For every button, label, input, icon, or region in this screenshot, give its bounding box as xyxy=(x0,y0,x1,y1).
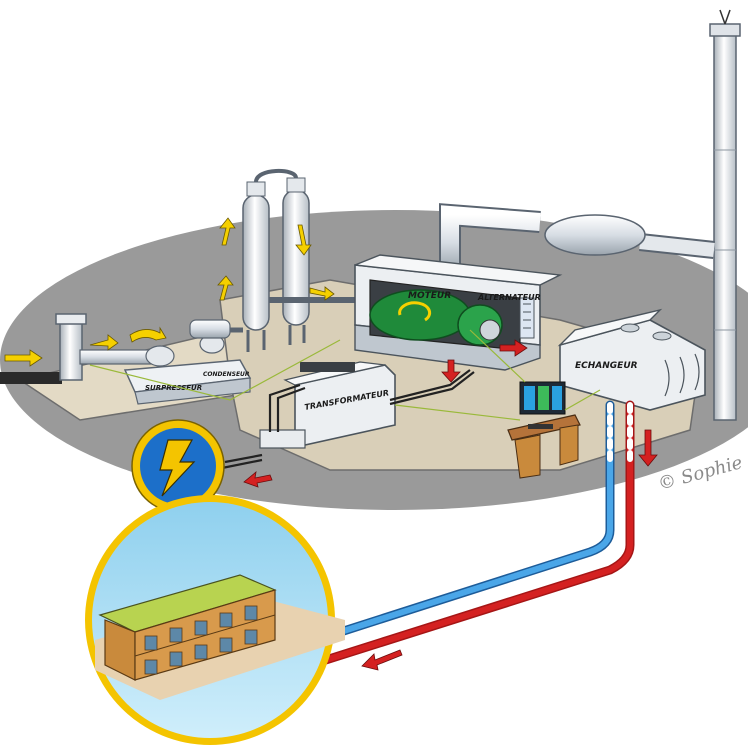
hot-flow-arrows xyxy=(243,339,658,671)
label-condenseur: CONDENSEUR xyxy=(203,371,250,378)
power-cables xyxy=(221,369,475,470)
exhaust-pipe xyxy=(439,203,715,270)
building-vignette xyxy=(85,495,345,745)
lightning-bolt-icon xyxy=(159,439,196,497)
gas-tanks xyxy=(230,169,355,352)
booster-condenser-unit: SURPRESSEUR CONDENSEUR xyxy=(123,319,252,405)
label-alternateur: ALTERNATEUR xyxy=(477,293,541,302)
gas-inlet-pipe xyxy=(0,313,161,384)
muffler xyxy=(544,214,646,256)
engine-housing: MOTEUR ALTERNATEUR xyxy=(354,254,563,371)
label-surpresseur: SURPRESSEUR xyxy=(145,384,202,392)
label-echangeur: ECHANGEUR xyxy=(575,361,638,371)
signal-lines xyxy=(89,329,601,421)
electricity-badge xyxy=(131,419,225,513)
gas-flow-arrows xyxy=(4,217,335,367)
transformer: TRANSFORMATEUR xyxy=(259,361,396,449)
control-desk xyxy=(507,381,581,479)
chimney xyxy=(709,9,741,421)
label-moteur: MOTEUR xyxy=(408,291,451,301)
